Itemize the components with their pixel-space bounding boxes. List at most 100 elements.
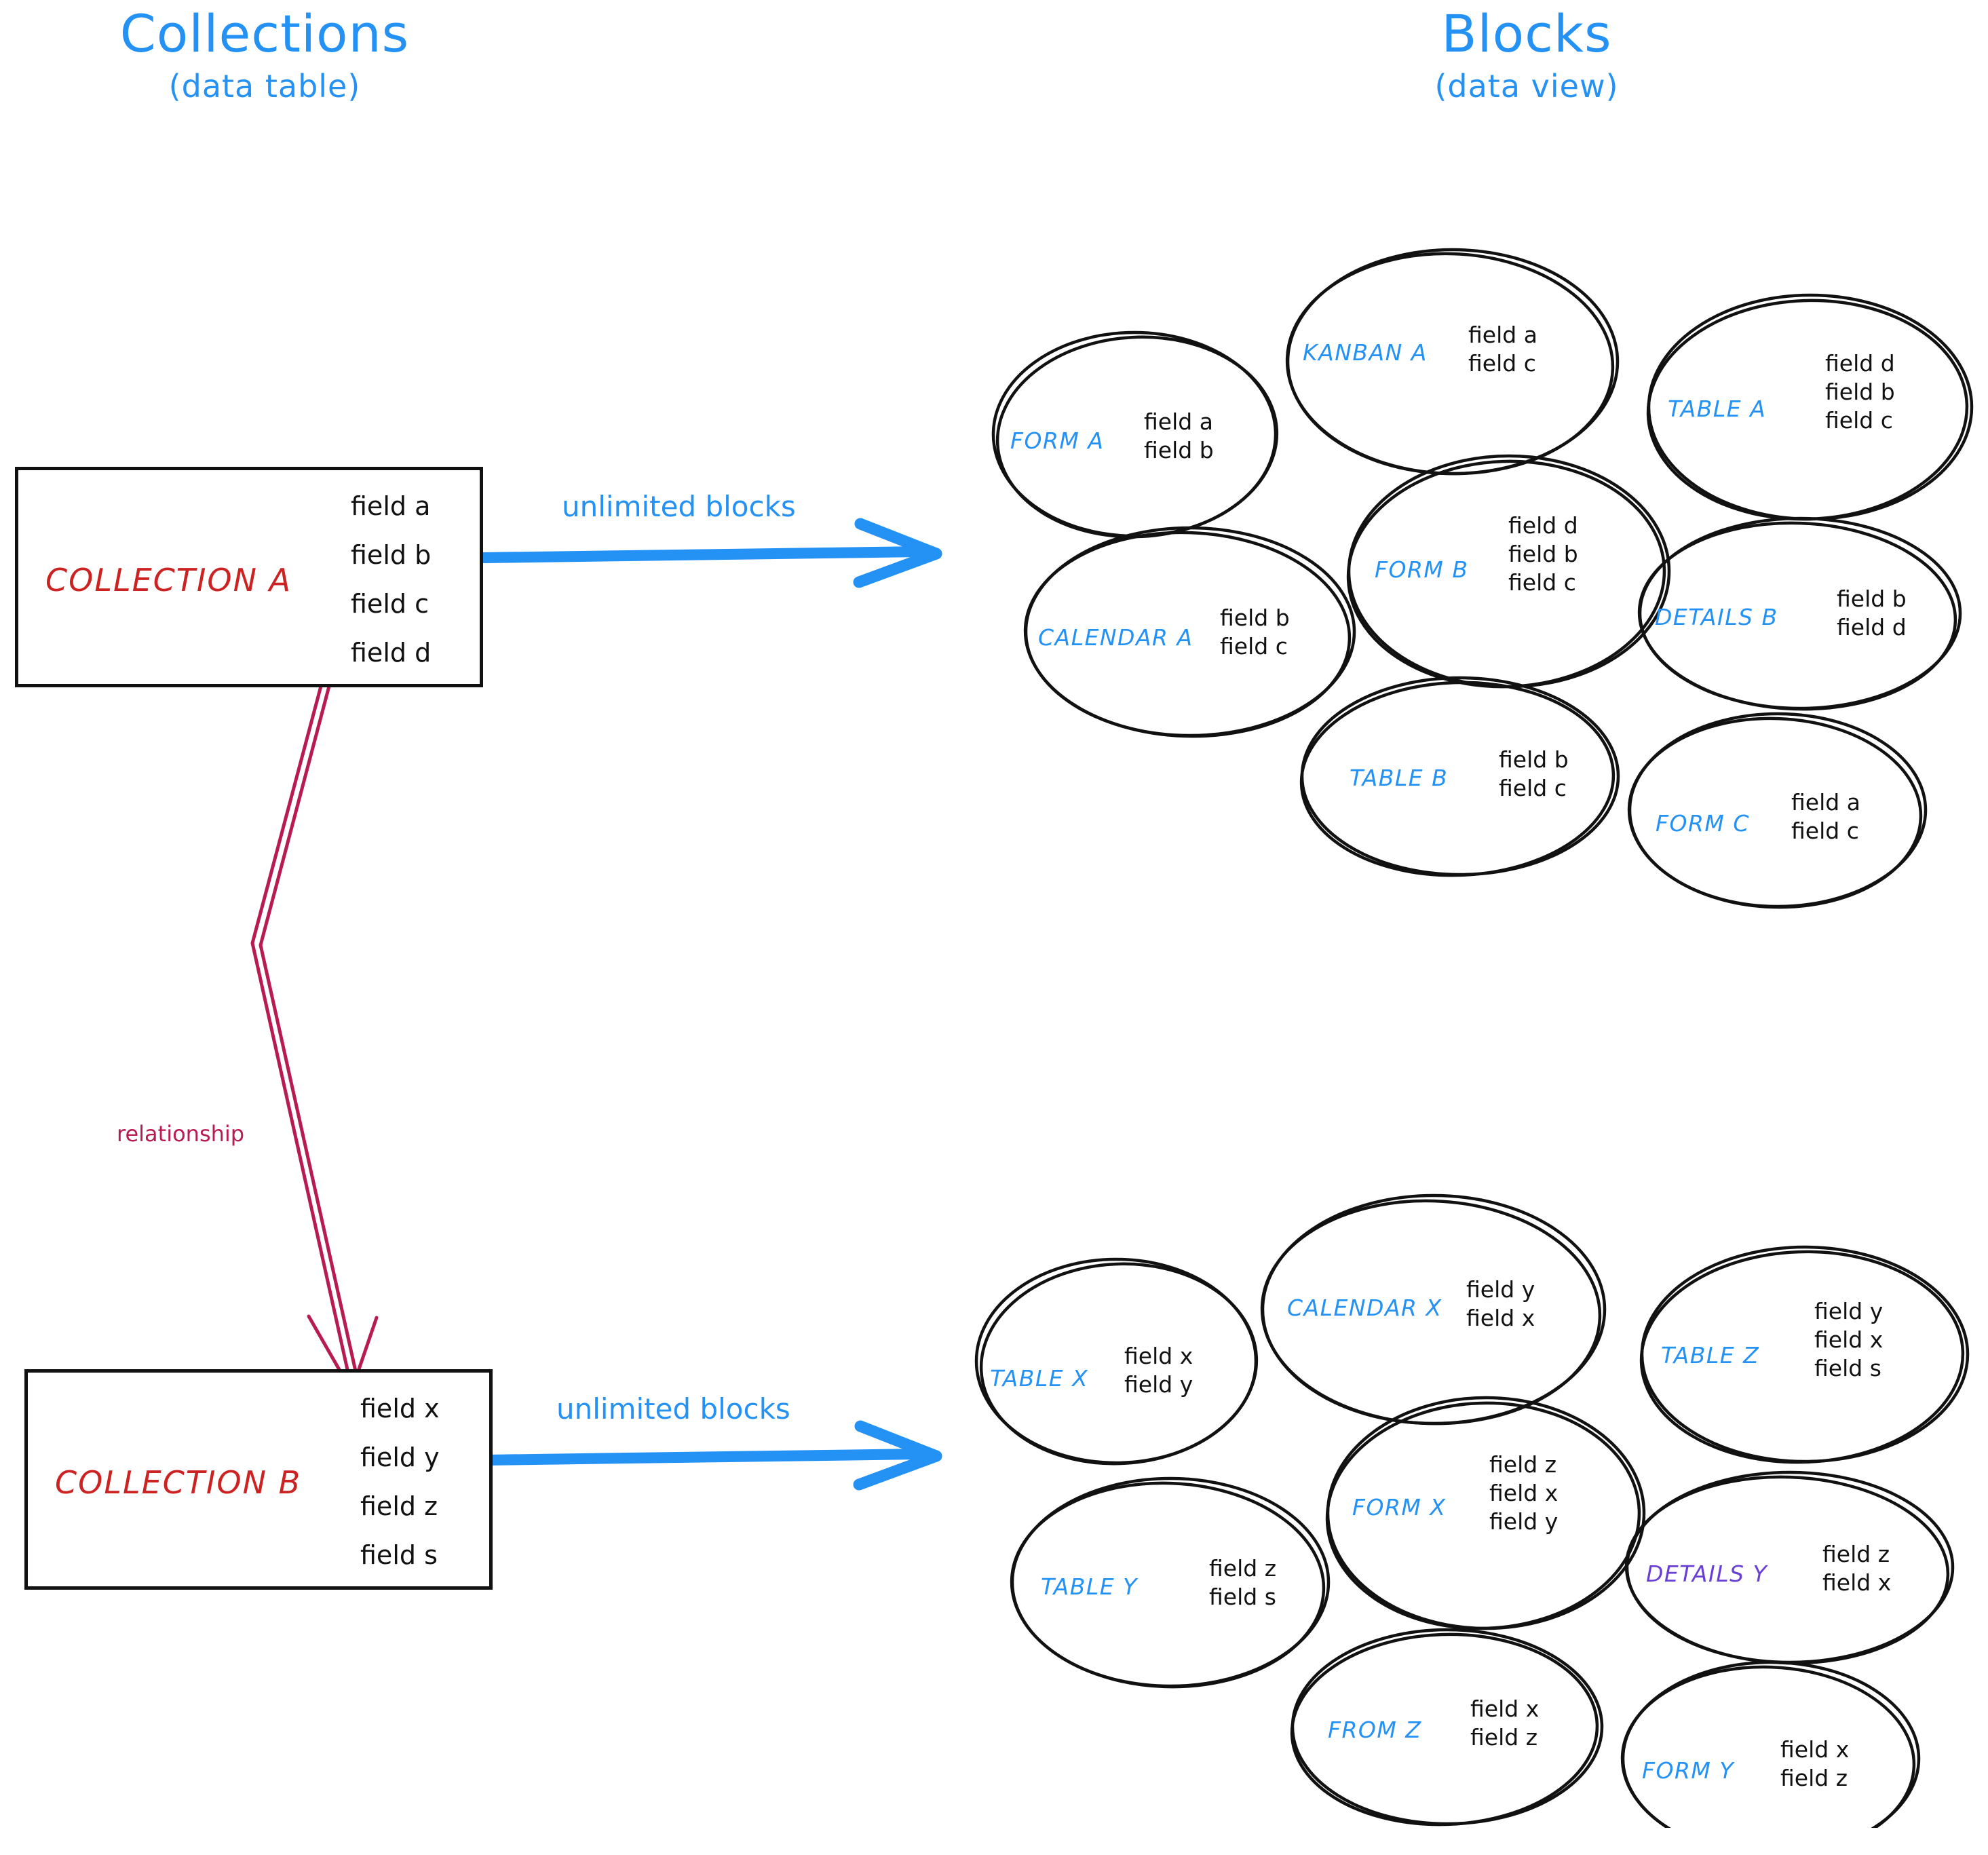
collections-subtitle-text: (data table) (168, 67, 361, 104)
block-form-a[interactable]: FORM A field a field b (993, 332, 1276, 536)
block-form-b-fields: field d field b field c (1508, 512, 1578, 598)
ellipse-from-z-2 (1290, 1632, 1599, 1827)
block-table-z-label: TABLE Z (1661, 1342, 1760, 1369)
block-field: field d (1837, 614, 1907, 641)
block-kanban-a-label: KANBAN A (1303, 339, 1428, 366)
block-field: field s (1814, 1355, 1881, 1382)
collection-b-field-0: field x (360, 1394, 440, 1423)
block-field: field c (1791, 818, 1859, 845)
block-field: field b (1508, 541, 1578, 568)
block-field: field c (1220, 633, 1288, 660)
block-form-x[interactable]: FORM X field z field x field y (1328, 1398, 1644, 1628)
block-field: field c (1499, 775, 1567, 802)
block-field: field z (1489, 1451, 1557, 1478)
collection-b-box[interactable]: COLLECTION B field x field y field z fie… (24, 1369, 493, 1590)
block-table-y[interactable]: TABLE Y field z field s (1012, 1478, 1328, 1686)
block-field: field x (1124, 1343, 1193, 1369)
block-table-x-label: TABLE X (990, 1365, 1089, 1392)
block-field: field z (1470, 1724, 1538, 1751)
block-field: field z (1780, 1765, 1848, 1792)
block-calendar-x[interactable]: CALENDAR X field y field x (1263, 1196, 1605, 1423)
collection-b-field-2: field z (360, 1491, 438, 1521)
block-kanban-a[interactable]: KANBAN A field a field c (1288, 250, 1618, 474)
block-form-y-label: FORM Y (1642, 1757, 1735, 1784)
block-form-y[interactable]: FORM Y field x field z (1623, 1662, 1919, 1855)
block-table-y-fields: field z field s (1209, 1554, 1276, 1611)
unlimited-blocks-label-bottom: unlimited blocks (556, 1392, 790, 1426)
collection-a-name: COLLECTION A (45, 562, 292, 598)
block-calendar-a[interactable]: CALENDAR A field b field c (1026, 528, 1354, 735)
block-calendar-x-label: CALENDAR X (1287, 1295, 1442, 1321)
block-ellipse-outlines (974, 248, 1974, 1828)
block-field: field b (1499, 746, 1569, 773)
block-kanban-a-fields: field a field c (1468, 321, 1537, 378)
block-form-a-fields: field a field b (1144, 408, 1214, 465)
block-field: field x (1489, 1480, 1559, 1507)
block-form-a-label: FORM A (1010, 427, 1105, 454)
block-table-a-label: TABLE A (1668, 396, 1767, 422)
ellipse-table-z-2 (1639, 1250, 1965, 1464)
block-calendar-a-fields: field b field c (1220, 604, 1290, 661)
ellipse-table-x-2 (979, 1262, 1259, 1466)
block-field: field b (1837, 586, 1907, 612)
block-calendar-x-fields: field y field x (1466, 1276, 1535, 1333)
block-table-b[interactable]: TABLE B field b field c (1302, 678, 1618, 875)
collection-a-field-0: field a (351, 491, 431, 521)
relationship-label: relationship (117, 1121, 245, 1147)
block-field: field b (1144, 437, 1214, 464)
block-form-c-label: FORM C (1656, 810, 1750, 837)
block-form-c-fields: field a field c (1791, 788, 1860, 845)
block-field: field x (1470, 1696, 1540, 1722)
block-table-z-fields: field y field x field s (1814, 1297, 1883, 1383)
block-table-y-label: TABLE Y (1041, 1573, 1138, 1600)
block-form-x-fields: field z field x field y (1489, 1451, 1558, 1537)
collection-b-fields: field x field y field z field s (360, 1396, 440, 1568)
block-field: field x (1814, 1326, 1884, 1354)
ellipse-form-y-2 (1620, 1665, 1916, 1828)
blocks-column-title: Blocks (data view) (1303, 7, 1751, 105)
block-from-z-fields: field x field z (1470, 1695, 1539, 1752)
block-form-y-fields: field x field z (1780, 1736, 1849, 1793)
block-from-z-label: FROM Z (1328, 1717, 1422, 1743)
block-field: field a (1468, 322, 1537, 348)
block-field: field x (1780, 1736, 1850, 1763)
block-field: field d (1508, 512, 1578, 539)
block-details-b[interactable]: DETAILS B field b field d (1640, 518, 1960, 708)
collection-a-field-2: field c (351, 589, 429, 619)
block-details-b-fields: field b field d (1837, 585, 1907, 642)
block-field: field c (1468, 350, 1536, 377)
block-field: field c (1825, 407, 1893, 434)
block-form-c[interactable]: FORM C field a field c (1630, 714, 1926, 906)
block-calendar-a-label: CALENDAR A (1038, 624, 1193, 651)
block-details-y[interactable]: DETAILS Y field z field x (1627, 1472, 1953, 1662)
ellipse-form-c-2 (1627, 716, 1923, 909)
block-field: field c (1508, 569, 1576, 596)
collections-column-title: Collections (data table) (41, 7, 489, 105)
block-form-x-label: FORM X (1352, 1494, 1447, 1521)
block-table-a[interactable]: TABLE A field d field b field c (1649, 295, 1972, 519)
block-field: field s (1209, 1584, 1276, 1611)
ellipse-kanban-a-2 (1285, 252, 1615, 476)
block-field: field y (1814, 1298, 1884, 1324)
collections-title-text: Collections (119, 3, 410, 64)
collection-b-field-1: field y (360, 1442, 440, 1472)
collection-a-fields: field a field b field c field d (351, 493, 431, 666)
block-table-x[interactable]: TABLE X field x field y (976, 1259, 1256, 1463)
block-form-b[interactable]: FORM B field d field b field c (1349, 456, 1669, 687)
ellipse-table-y-2 (1010, 1481, 1326, 1689)
block-table-z[interactable]: TABLE Z field y field x field s (1642, 1247, 1968, 1461)
collection-b-name: COLLECTION B (55, 1464, 302, 1501)
block-table-b-label: TABLE B (1350, 765, 1449, 791)
unlimited-blocks-arrow-top (479, 518, 942, 588)
block-field: field z (1209, 1555, 1277, 1582)
block-details-b-label: DETAILS B (1655, 604, 1778, 630)
block-field: field z (1822, 1541, 1890, 1567)
block-field: field y (1466, 1276, 1535, 1303)
block-field: field x (1466, 1305, 1535, 1332)
collection-a-box[interactable]: COLLECTION A field a field b field c fie… (15, 467, 483, 687)
collection-a-field-1: field b (351, 540, 432, 570)
block-from-z[interactable]: FROM Z field x field z (1293, 1630, 1602, 1824)
collection-b-field-3: field s (360, 1540, 438, 1570)
ellipse-calendar-x-2 (1260, 1199, 1602, 1426)
